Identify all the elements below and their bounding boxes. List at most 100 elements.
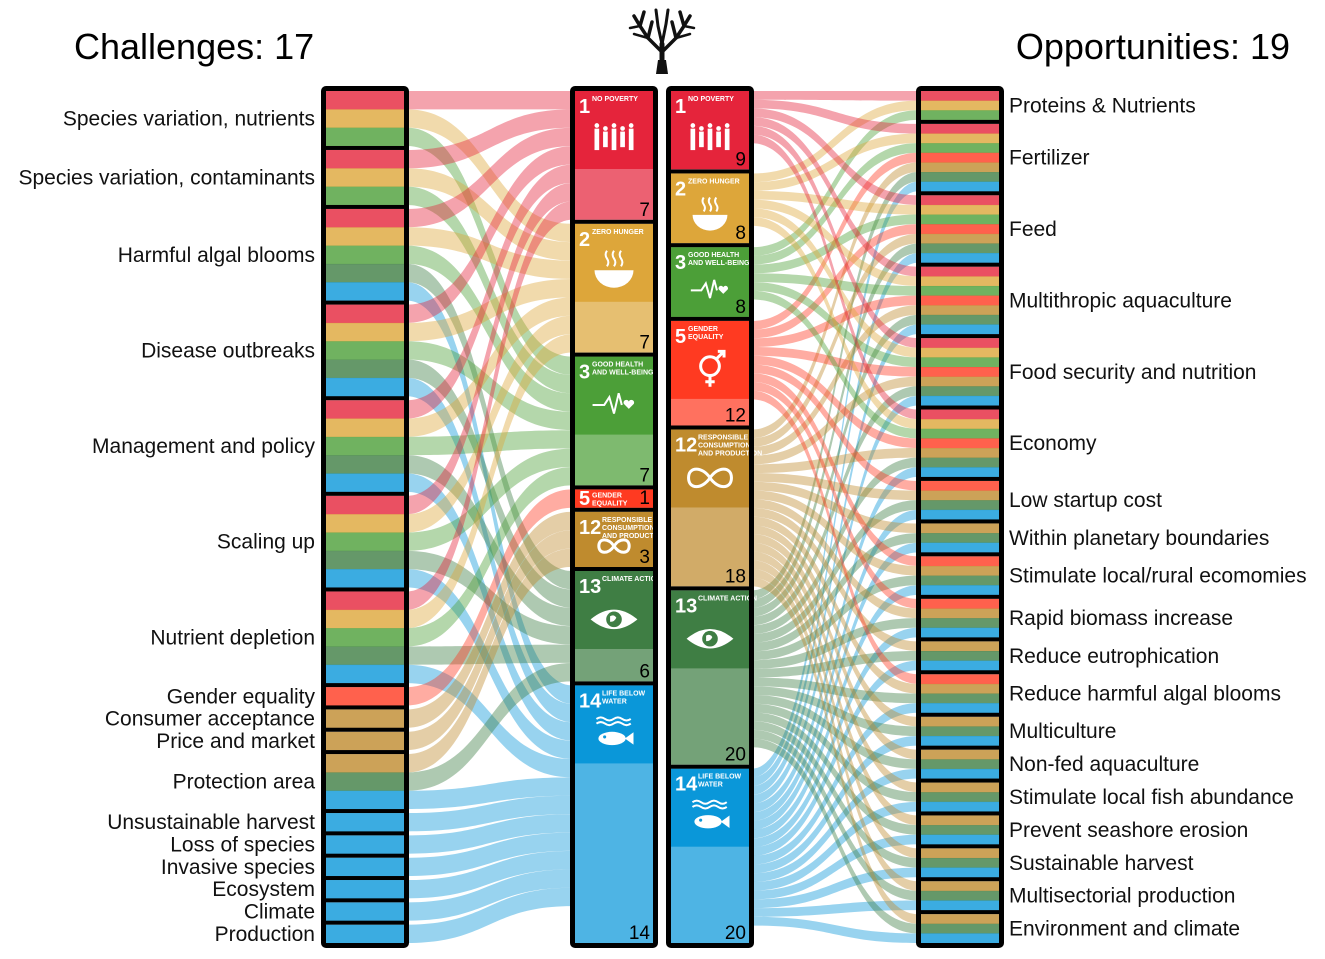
flow-feed-sdg5 [752,224,918,339]
flow-stimulate-local-rural-ecomomies-sdg13 [752,575,918,661]
challenge-segment-sdg14 [326,569,404,588]
eye-globe-icon [590,609,638,630]
opportunity-environment-and-climate: Environment and climate [918,911,1240,946]
challenge-segment-sdg14 [326,473,404,493]
challenge-segment-sdg2 [326,514,404,533]
opportunity-low-startup-cost: Low startup cost [918,477,1162,523]
opportunity-segment-sdg13 [921,500,999,511]
opportunity-segment-sdg12 [921,233,999,244]
sdg-number: 13 [579,576,601,598]
challenge-segment-sdg3 [326,127,404,147]
flow-fertilizer-sdg2 [752,133,918,191]
sdg-count: 20 [725,745,746,766]
flow-multithropic-aquaculture-sdg3 [752,273,918,296]
challenge-segment-sdg14 [326,813,404,832]
challenge-segment-sdg14 [326,924,404,944]
opportunity-segment-sdg13 [921,825,999,836]
opportunity-segment-sdg13 [921,651,999,661]
opportunity-segment-sdg1 [921,409,999,420]
heartbeat-icon [592,393,635,414]
sdg-count: 18 [725,566,746,587]
opportunity-segment-sdg5 [921,674,999,685]
opportunity-label: Multithropic aquaculture [1009,289,1232,312]
sdg-name: CLIMATE ACTION [602,576,661,583]
opportunities-axis: Proteins & NutrientsFertilizerFeedMultit… [916,86,1307,948]
challenge-segment-sdg2 [326,227,404,246]
opportunity-segment-sdg14 [921,768,999,779]
fish-icon [691,799,730,829]
flow-price-and-market-sdg12 [407,530,572,751]
challenge-segment-sdg12 [326,709,404,729]
challenge-segment-sdg14 [326,282,404,301]
opportunity-segment-sdg13 [921,457,999,468]
opportunity-label: Fertilizer [1009,147,1090,170]
sdg-name: ZERO HUNGER [592,229,644,236]
opportunity-label: Stimulate local/rural ecomomies [1009,565,1307,588]
sdg-count: 1 [639,488,650,509]
flow-feed-sdg14 [752,253,918,787]
challenge-label: Species variation, nutrients [63,107,315,130]
opportunity-segment-sdg12 [921,376,999,387]
flow-management-and-policy-sdg3 [407,430,572,456]
flow-environment-and-climate-sdg14 [752,916,918,943]
heartbeat-icon [690,279,729,299]
opportunity-segment-sdg14 [921,933,999,944]
sdg-count: 20 [725,923,746,944]
opportunity-segment-sdg2 [921,347,999,358]
fish-icon [595,716,634,746]
challenge-species-variation-contaminants: Species variation, contaminants [19,146,407,208]
challenge-segment-sdg14 [326,902,404,921]
sdg-tile [575,356,653,435]
sdg-tile [671,173,749,244]
flow-within-planetary-boundaries-sdg12 [752,481,918,534]
opportunity-segment-sdg3 [921,357,999,368]
flow-fertilizer-sdg13 [752,172,918,600]
opportunity-segment-sdg2 [921,276,999,287]
flow-management-and-policy-sdg1 [407,164,572,419]
opportunity-feed: Feed [918,192,1057,266]
opportunity-segment-sdg2 [921,204,999,215]
opportunity-sustainable-harvest: Sustainable harvest [918,845,1194,881]
opportunity-segment-sdg1 [921,91,999,101]
opportunity-segment-sdg12 [921,162,999,173]
flow-disease-outbreaks-sdg3 [407,341,572,431]
flow-low-startup-cost-sdg13 [752,500,918,643]
sdg-number: 14 [675,774,698,796]
challenge-segment-sdg5 [326,687,404,706]
bowl-icon [692,196,728,231]
opportunity-segment-sdg3 [921,214,999,225]
opportunity-label: Stimulate local fish abundance [1009,786,1294,809]
opportunity-segment-sdg1 [921,195,999,206]
opportunity-segment-sdg12 [921,683,999,694]
challenge-segment-sdg12 [326,754,404,773]
challenge-segment-sdg14 [326,835,404,854]
opportunity-label: Reduce eutrophication [1009,645,1219,668]
opportunity-segment-sdg14 [921,801,999,812]
sdg-axis-frame [570,86,658,948]
opportunity-segment-sdg12 [921,716,999,727]
challenge-segment-sdg3 [326,532,404,552]
flow-species-variation-nutrients-sdg1 [407,91,572,110]
challenge-segment-sdg14 [326,880,404,899]
challenges-title: Challenges: 17 [74,26,314,67]
sdg-number: 14 [579,690,602,712]
flow-reduce-harmful-algal-blooms-sdg13 [752,677,918,704]
sdg-count: 7 [639,465,650,486]
opportunity-segment-sdg1 [921,338,999,349]
flow-proteins-nutrients-sdg3 [752,110,918,256]
opportunity-segment-sdg1 [921,266,999,277]
flow-multithropic-aquaculture-sdg1 [752,117,918,277]
infinity-icon [597,538,631,554]
challenge-protection-area: Protection area [173,751,407,813]
opportunity-segment-sdg5 [921,438,999,449]
opportunity-segment-sdg13 [921,386,999,397]
